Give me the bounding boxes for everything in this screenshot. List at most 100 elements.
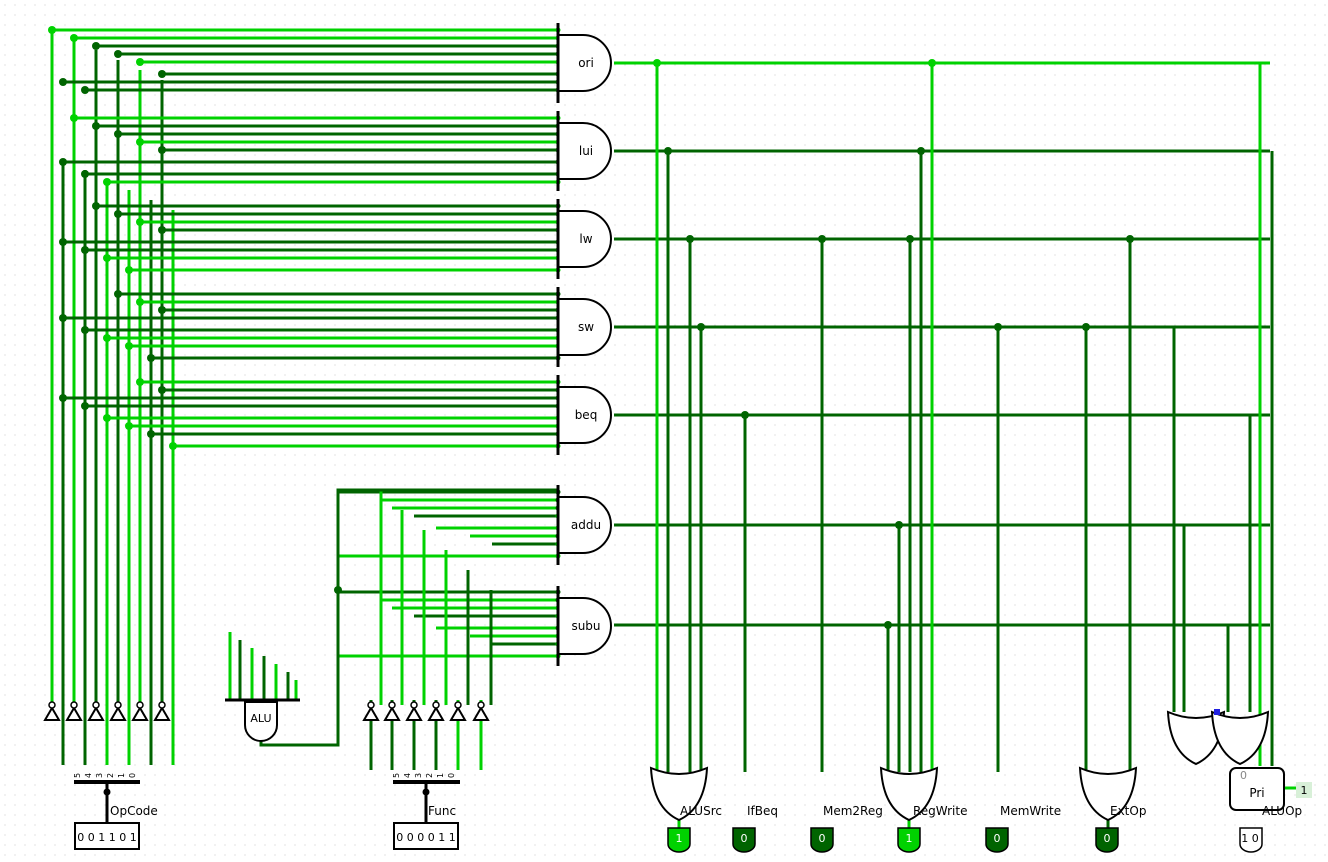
junction-dot (136, 378, 144, 386)
not-triangle (87, 706, 105, 721)
func-label: Func (428, 804, 456, 818)
junction-dot (686, 235, 694, 243)
opcode-value[interactable]: 0 0 1 1 0 1 (77, 831, 136, 844)
junction-dot (103, 178, 111, 186)
gate-label-alu: ALU (250, 712, 271, 725)
not-bubble (48, 701, 56, 709)
func-not-gate-4 (449, 701, 467, 721)
opcode-label: OpCode (110, 804, 158, 818)
lui-gate (556, 111, 612, 191)
junction-dot (92, 202, 100, 210)
output-value-regwrite: 1 (906, 832, 913, 845)
addu-gate (556, 485, 612, 565)
junction-dot (994, 323, 1002, 331)
regwrite-output-pin (897, 827, 921, 853)
not-triangle (405, 706, 423, 721)
junction-dot (158, 386, 166, 394)
alusrc-output-pin (667, 827, 691, 853)
func-not-gate-1 (383, 701, 401, 721)
lui-gate-body (558, 122, 612, 180)
output-value-mem2reg: 0 (819, 832, 826, 845)
not-triangle (109, 706, 127, 721)
junction-dot (81, 402, 89, 410)
func-not-gate-2 (405, 701, 423, 721)
junction-dot (334, 586, 342, 594)
output-label-extop: ExtOp (1110, 804, 1146, 818)
output-value-extop: 0 (1104, 832, 1111, 845)
ori-gate-body (558, 34, 612, 92)
opcode-bit-4: 4 (84, 773, 93, 778)
junction-dot (125, 422, 133, 430)
func-input-pin[interactable] (393, 822, 459, 850)
alu-gate (225, 698, 300, 742)
priority-encoder-block (1229, 767, 1285, 811)
func-bit-3: 3 (414, 773, 423, 778)
junction-dot (147, 430, 155, 438)
junction-dot (92, 42, 100, 50)
opcode-not-gate-5 (153, 701, 171, 721)
not-bubble (92, 701, 100, 709)
func-value[interactable]: 0 0 0 0 1 1 (396, 831, 455, 844)
opcode-not-gate-4 (131, 701, 149, 721)
junction-dot (697, 323, 705, 331)
junction-dot (59, 238, 67, 246)
junction-dot (125, 266, 133, 274)
func-bit-4: 4 (403, 773, 412, 778)
gates (43, 23, 1312, 853)
output-label-memwrite: MemWrite (1000, 804, 1061, 818)
output-label-mem2reg: Mem2Reg (823, 804, 883, 818)
output-label-ifbeq: IfBeq (747, 804, 778, 818)
output-value-alusrc: 1 (676, 832, 683, 845)
junction-dot (92, 122, 100, 130)
not-triangle (43, 706, 61, 721)
aluop-or-gate-left (1166, 710, 1226, 766)
junction-dot (81, 246, 89, 254)
opcode-splitter (74, 780, 140, 822)
gate-label-lw: lw (579, 232, 592, 246)
opcode-bit-2: 2 (106, 773, 115, 778)
junction-dot (1126, 235, 1134, 243)
opcode-bit-1: 1 (117, 773, 126, 778)
extop-or-gate-body (1078, 766, 1138, 822)
not-bubble (477, 701, 485, 709)
opcode-not-gate-0 (43, 701, 61, 721)
junction-dot (158, 146, 166, 154)
junction-dot (928, 59, 936, 67)
output-value-ifbeq: 0 (741, 832, 748, 845)
func-not-gate-0 (362, 701, 380, 721)
not-triangle (131, 706, 149, 721)
func-bit-1: 1 (436, 773, 445, 778)
gate-label-ori: ori (578, 56, 594, 70)
opcode-bit-5: 5 (73, 773, 82, 778)
opcode-input-pin[interactable] (74, 822, 140, 850)
not-bubble (70, 701, 78, 709)
beq-gate-body (558, 386, 612, 444)
alusrc-or-gate-body (649, 766, 709, 822)
opcode-bit-3: 3 (95, 773, 104, 778)
junction-dot (59, 78, 67, 86)
junction-dot (895, 521, 903, 529)
output-label-regwrite: RegWrite (913, 804, 967, 818)
pri-enable-box (1296, 782, 1312, 798)
not-triangle (427, 706, 445, 721)
not-bubble (388, 701, 396, 709)
junction-dot (818, 235, 826, 243)
not-bubble (158, 701, 166, 709)
func-bit-2: 2 (425, 773, 434, 778)
func-bit-5: 5 (392, 773, 401, 778)
not-bubble (367, 701, 375, 709)
junction-dot (103, 254, 111, 262)
ifbeq-output-pin (732, 827, 756, 853)
junction-dot (136, 58, 144, 66)
junction-dot (136, 218, 144, 226)
wires (48, 26, 1296, 828)
output-label-aluop: ALUOp (1262, 804, 1302, 818)
junction-dot (114, 210, 122, 218)
opcode-not-gate-3 (109, 701, 127, 721)
memwrite-output-pin (985, 827, 1009, 853)
junction-dot (906, 235, 914, 243)
output-value-aluop: 1 0 (1241, 832, 1259, 845)
pri-enable-value: 1 (1301, 784, 1308, 797)
aluop-or-gate-left-body (1166, 710, 1226, 766)
